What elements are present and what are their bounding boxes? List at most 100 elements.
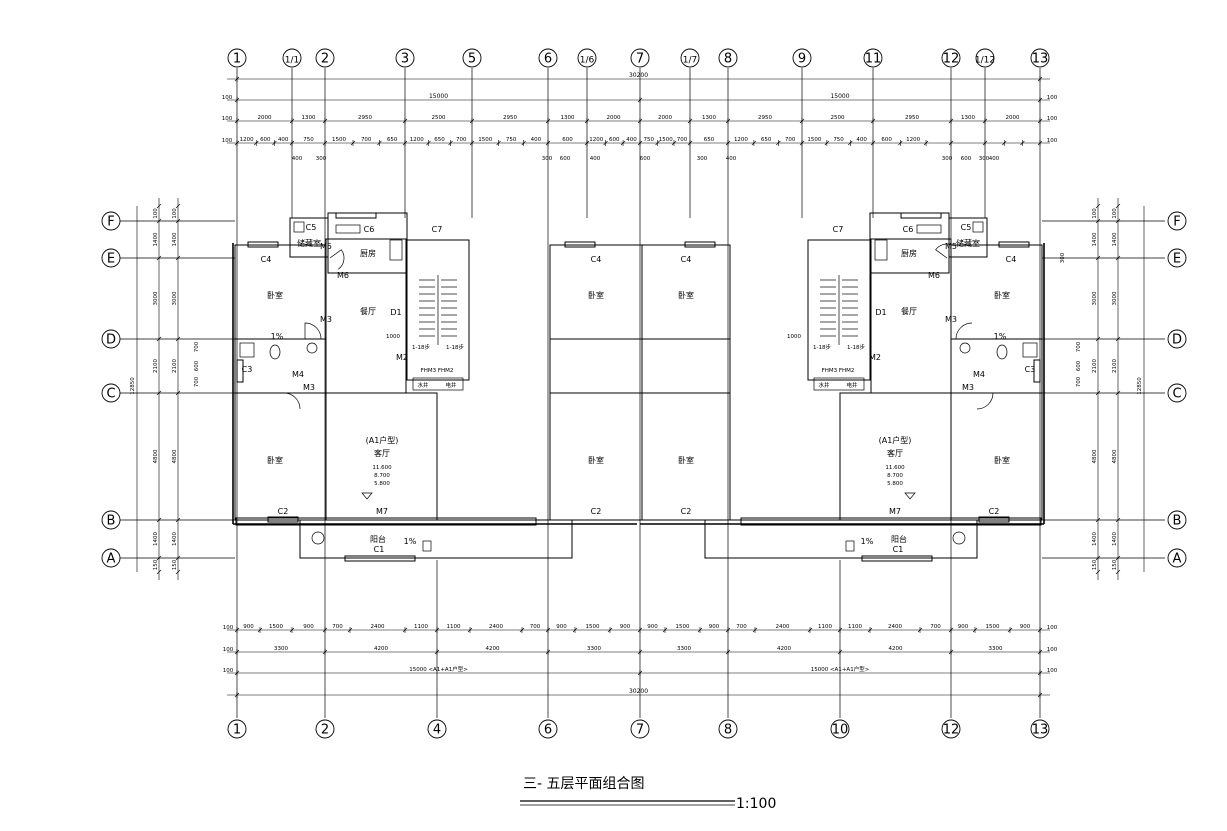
- kitchen-stove: [389, 239, 403, 261]
- tag-c5: C5: [306, 223, 317, 232]
- grid-bubble-top: 1/6: [580, 56, 595, 66]
- dim-tick: [1095, 517, 1101, 523]
- tag-c3: C3: [1025, 365, 1036, 374]
- dim-label: 4200: [889, 646, 903, 652]
- tag-m7: M7: [376, 507, 388, 516]
- dim-tick: [1115, 218, 1121, 224]
- grid-bubble-top-circle: [941, 48, 961, 68]
- door-m3-bedroom: [304, 322, 322, 340]
- south-wall-strip: [740, 517, 1042, 526]
- dim-label-v: 3000: [172, 291, 178, 305]
- stair-right-water-well: 水井: [818, 381, 830, 389]
- dim-detail: 700: [194, 376, 200, 387]
- grid-bubble-top: 8: [724, 52, 732, 67]
- grid-bubble-bottom: 4: [433, 723, 441, 738]
- tag-c6: C6: [903, 225, 914, 234]
- dim-label-v: 100: [1092, 208, 1098, 219]
- grid-bubble-bottom-circle: [941, 719, 961, 739]
- grid-bubble-bottom: 13: [1032, 723, 1049, 738]
- grid-bubble-left: B: [107, 514, 116, 529]
- stair-left-fire-door: FHM3 FHM2: [421, 368, 454, 374]
- dim-label: 900: [709, 624, 720, 630]
- slope-label: 1%: [404, 537, 417, 546]
- window-c4: [247, 241, 279, 248]
- dim-detail: 600: [194, 360, 200, 371]
- stair-left-stair-up: 1-18步: [412, 344, 430, 351]
- tag-m3-b: M3: [303, 383, 315, 392]
- balcony-wall: [704, 519, 978, 559]
- door-m3-south: [283, 392, 301, 410]
- dim-label-v: 1400: [1092, 532, 1098, 546]
- dim-label: 750: [833, 137, 844, 143]
- dim-label-v: 1400: [1112, 232, 1118, 246]
- dim-tick: [1115, 255, 1121, 261]
- grid-bubble-top-circle: [227, 48, 247, 68]
- door-m6: [329, 249, 345, 270]
- dining-room-wall: [870, 238, 952, 394]
- dim-label-v: 2100: [1112, 359, 1118, 373]
- dim-tick: [1115, 203, 1121, 209]
- dim-label-v: 100: [1112, 208, 1118, 219]
- tag-m3-b: M3: [962, 383, 974, 392]
- stair-left-water-well: 水井: [417, 381, 429, 389]
- dim-tick: [175, 218, 181, 224]
- dim-label: 1200: [240, 137, 254, 143]
- grid-bubble-top: 9: [798, 52, 806, 67]
- dim-tick: [175, 203, 181, 209]
- tag-m6: M6: [337, 271, 349, 280]
- dim-tick: [1095, 390, 1101, 396]
- room-label-bedroom: 卧室: [267, 290, 283, 300]
- grid-bubble-right-circle: [1167, 383, 1187, 403]
- grid-bubble-top-circle: [577, 48, 597, 68]
- dim-label: 1300: [561, 115, 575, 121]
- stair-left-shafts: [412, 377, 464, 391]
- tag-m3: M3: [320, 315, 332, 324]
- dim-label: 700: [332, 624, 343, 630]
- dim-label: 3300: [587, 646, 601, 652]
- dim-label-v: 1400: [1092, 232, 1098, 246]
- tag-m2: M2: [396, 353, 408, 362]
- centre-block-lbl: 卧室: [678, 455, 694, 465]
- room-label-bedroom: 卧室: [267, 455, 283, 465]
- grid-bubble-bottom: 7: [636, 723, 644, 738]
- dim-label: 900: [958, 624, 969, 630]
- window-c6: [335, 212, 377, 219]
- dim-detail: 700: [1076, 376, 1082, 387]
- dim-label: 4200: [374, 646, 388, 652]
- grid-bubble-right-circle: [1167, 248, 1187, 268]
- centre-block-bedroom-d: [641, 392, 731, 521]
- grid-bubble-left-circle: [101, 248, 121, 268]
- window-c2: [978, 516, 1010, 523]
- dim-label: 900: [243, 624, 254, 630]
- window-c1: [344, 555, 416, 562]
- dim-total: 12850: [1137, 377, 1143, 395]
- room-label-unit: (A1户型): [879, 435, 912, 445]
- grid-bubble-bottom: 10: [832, 723, 849, 738]
- dining-room-wall: [325, 238, 407, 394]
- dim-label-v: 1400: [172, 532, 178, 546]
- dim-note: 300: [979, 156, 990, 162]
- grid-bubble-top-circle: [462, 48, 482, 68]
- dim-label: 1300: [961, 115, 975, 121]
- dim-tick: [156, 255, 162, 261]
- tag-m7: M7: [889, 507, 901, 516]
- slope-label-bath: 1%: [994, 332, 1007, 341]
- tag-c4: C4: [261, 255, 272, 264]
- dim-label: 4200: [486, 646, 500, 652]
- dim-tick: [1095, 203, 1101, 209]
- kitchen-wall: [869, 212, 950, 274]
- dim-label: 2950: [503, 115, 517, 121]
- dim-label: 15000: [429, 93, 448, 100]
- level-marker: [361, 492, 373, 500]
- dim-label: 3300: [989, 646, 1003, 652]
- dim-label: 700: [456, 137, 467, 143]
- water-heater: [972, 221, 984, 233]
- dim-note: 300: [697, 156, 708, 162]
- dim-label-v: 1400: [153, 232, 159, 246]
- dim-label: 3300: [677, 646, 691, 652]
- grid-bubble-right-circle: [1167, 510, 1187, 530]
- grid-bubble-bottom-circle: [830, 719, 850, 739]
- tag-c5: C5: [961, 223, 972, 232]
- room-level: 8.700: [887, 473, 903, 479]
- stair-right-core: [807, 239, 871, 381]
